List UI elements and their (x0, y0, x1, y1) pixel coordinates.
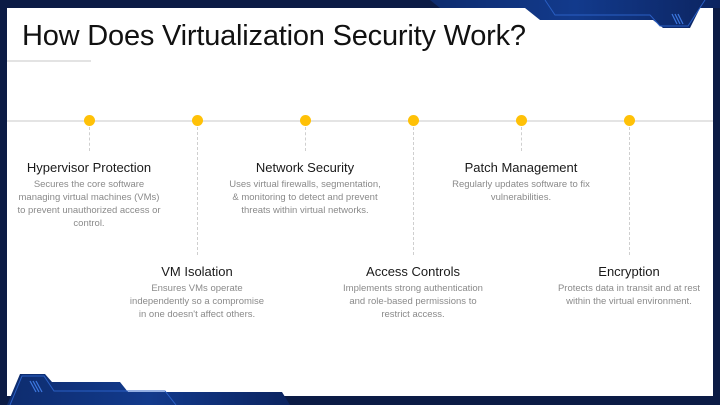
slide-canvas (7, 8, 713, 396)
timeline-dot (624, 115, 635, 126)
item-title: VM Isolation (161, 264, 233, 279)
item-description: Regularly updates software to fix vulner… (452, 179, 590, 203)
timeline-dot (516, 115, 527, 126)
timeline-line (7, 120, 713, 122)
item-description: Uses virtual firewalls, segmentation, & … (229, 179, 381, 216)
timeline-dot (192, 115, 203, 126)
timeline-item-vm-isolation: VM Isolation Ensures VMs operate indepen… (112, 264, 282, 321)
item-title: Network Security (255, 160, 355, 175)
timeline-item-hypervisor-protection: Hypervisor Protection Secures the core s… (4, 160, 174, 230)
timeline-item-network-security: Network Security Uses virtual firewalls,… (220, 160, 390, 217)
timeline-dot (300, 115, 311, 126)
timeline-connector (305, 127, 306, 151)
timeline-item-access-controls: Access Controls Implements strong authen… (328, 264, 498, 321)
timeline-dot (408, 115, 419, 126)
timeline-connector (89, 127, 90, 151)
item-description: Implements strong authentication and rol… (343, 283, 483, 320)
timeline-connector (413, 127, 414, 255)
title-underline (7, 60, 91, 62)
item-title: Access Controls (366, 264, 460, 279)
item-title: Patch Management (464, 160, 578, 175)
item-description: Secures the core software managing virtu… (17, 179, 161, 229)
timeline-connector (197, 127, 198, 255)
timeline-item-patch-management: Patch Management Regularly updates softw… (436, 160, 606, 204)
item-description: Protects data in transit and at rest wit… (557, 283, 701, 307)
item-title: Encryption (598, 264, 660, 279)
item-description: Ensures VMs operate independently so a c… (129, 283, 265, 320)
timeline-item-encryption: Encryption Protects data in transit and … (544, 264, 714, 308)
timeline-connector (521, 127, 522, 151)
timeline-dot (84, 115, 95, 126)
item-title: Hypervisor Protection (26, 160, 152, 175)
timeline-connector (629, 127, 630, 255)
page-title: How Does Virtualization Security Work? (22, 20, 526, 52)
